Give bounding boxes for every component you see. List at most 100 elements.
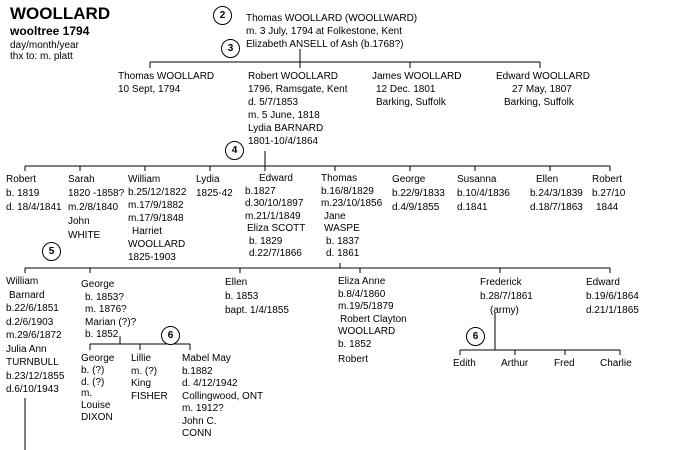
person-line: James WOOLLARD	[372, 71, 462, 82]
person-line: George	[81, 353, 115, 364]
person-line: 27 May, 1807	[512, 84, 572, 95]
person-robert-woollard: Robert WOOLLARD 1796, Ramsgate, Kent d. …	[248, 70, 348, 148]
generation-marker: 2	[213, 6, 232, 25]
person-line: Robert Clayton	[340, 313, 407, 325]
person-line: b.24/3/1839	[530, 188, 583, 199]
person-line: Jane	[324, 210, 346, 222]
generation-marker: 5	[42, 242, 61, 261]
generation-marker: 6	[466, 327, 485, 346]
person-line: Eliza SCOTT	[247, 223, 306, 234]
person-line: TURNBULL	[6, 357, 59, 368]
person-line: bapt. 1/4/1855	[225, 305, 289, 316]
person-line: King	[131, 378, 152, 389]
person-line: Robert	[592, 174, 623, 185]
person-line: m. 1912?	[182, 403, 224, 414]
person-line: m.29/6/1872	[6, 330, 62, 341]
person-line: d. 4/12/1942	[182, 378, 238, 389]
person-thomas-1829: Thomas b.16/8/1829 m.23/10/1856 Jane WAS…	[321, 173, 382, 261]
person-line: Thomas WOOLLARD	[118, 71, 215, 82]
person-line: m.23/10/1856	[321, 198, 383, 209]
person-thomas-woollard: Thomas WOOLLARD 10 Sept, 1794	[118, 70, 214, 96]
person-line: (army)	[490, 305, 519, 316]
person-line: Elizabeth ANSELL of Ash (b.1768?)	[246, 39, 404, 50]
person-line: m.21/1/1849	[245, 210, 301, 222]
person-line: m. 3 July, 1794 at Folkestone, Kent	[246, 26, 403, 37]
person-james-woollard: James WOOLLARD 12 Dec. 1801 Barking, Suf…	[372, 70, 461, 109]
person-line: b. 1852	[85, 329, 119, 340]
person-frederick: Frederick b.28/7/1861 (army)	[480, 276, 533, 318]
person-line: Ellen	[536, 174, 559, 185]
person-line: b.1882	[182, 365, 213, 377]
person-line: d.22/7/1866	[249, 248, 302, 259]
person-line: d. (?)	[81, 376, 105, 388]
person-line: 1825-1903	[128, 252, 176, 263]
person-line: 1825-42	[196, 188, 233, 199]
person-line: William	[128, 174, 161, 185]
person-line: John C.	[182, 415, 217, 427]
person-line: d. 5/7/1853	[248, 97, 299, 108]
person-line: Thomas	[321, 173, 358, 184]
person-sarah: Sarah 1820 -1858? m.2/8/1840 John WHITE	[68, 173, 124, 243]
person-line: d.4/9/1855	[392, 202, 440, 213]
person-line: b. (?)	[81, 364, 105, 376]
person-line: Thomas WOOLLARD (WOOLLWARD)	[246, 13, 418, 24]
page-title: WOOLLARD	[10, 4, 111, 23]
person-ellen-1839: Ellen b.24/3/1839 d.18/7/1863	[530, 173, 583, 215]
person-line: 1820 -1858?	[68, 188, 125, 199]
person-line: WOOLLARD	[128, 239, 186, 250]
person-edith: Edith	[453, 358, 476, 369]
person-line: b. 1852	[338, 338, 372, 350]
person-line: Louise	[81, 400, 111, 412]
person-line: b.28/7/1861	[480, 291, 533, 302]
person-line: b.8/4/1860	[338, 288, 386, 300]
person-line: Sarah	[68, 174, 95, 185]
person-ellen-1853: Ellen b. 1853 bapt. 1/4/1855	[225, 276, 289, 318]
person-line: b.19/6/1864	[586, 291, 639, 302]
person-line: George	[392, 174, 426, 185]
person-line: d.6/10/1943	[6, 384, 59, 395]
person-line: Mabel May	[182, 353, 231, 364]
person-line: d.2/6/1903	[6, 316, 54, 328]
person-line: George	[81, 279, 115, 290]
person-line: CONN	[182, 428, 212, 439]
person-line: Barking, Suffolk	[376, 97, 446, 108]
person-line: Lillie	[131, 353, 152, 364]
person-line: WHITE	[68, 230, 101, 241]
person-lydia: Lydia 1825-42	[196, 173, 233, 201]
person-edward-woollard: Edward WOOLLARD 27 May, 1807 Barking, Su…	[496, 70, 590, 109]
person-line: 12 Dec. 1801	[376, 84, 436, 95]
person-george-jr: George b. (?) d. (?) m. Louise DIXON	[81, 353, 114, 424]
person-line: b.16/8/1829	[321, 185, 374, 197]
person-line: Julia Ann	[6, 343, 47, 355]
person-george-1833: George b.22/9/1833 d.4/9/1855	[392, 173, 445, 215]
person-line: b.27/10	[592, 188, 626, 199]
person-edward-1864: Edward b.19/6/1864 d.21/1/1865	[586, 276, 639, 318]
person-line: d.1841	[457, 202, 488, 213]
person-line: Edward WOOLLARD	[496, 71, 590, 82]
person-line: Susanna	[457, 174, 497, 185]
person-george-1853: George b. 1853? m. 1876? Marian (?)? b. …	[81, 279, 136, 342]
person-eliza-anne: Eliza Anne b.8/4/1860 m.19/5/1879 Robert…	[338, 276, 407, 367]
person-line: b.22/9/1833	[392, 188, 445, 199]
person-line: 1801-10/4/1864	[248, 136, 319, 147]
person-line: 1844	[596, 202, 619, 213]
person-line: m.17/9/1848	[128, 213, 184, 224]
person-line: Barnard	[9, 289, 45, 301]
person-line: Collingwood, ONT	[182, 390, 264, 402]
person-line: b. 1853	[225, 291, 259, 302]
person-lillie: Lillie m. (?) King FISHER	[131, 353, 168, 403]
person-line: m. (?)	[131, 365, 158, 377]
person-line: m. 5 June, 1818	[248, 110, 320, 121]
person-line: Frederick	[480, 277, 522, 288]
person-line: b.1827	[245, 185, 276, 197]
person-line: d. 1861	[326, 248, 360, 259]
date-format-note: day/month/year	[10, 40, 79, 51]
person-line: Harriet	[132, 226, 163, 237]
person-line: 1796, Ramsgate, Kent	[248, 84, 348, 95]
person-robert-1844: Robert b.27/10 1844	[592, 173, 625, 215]
page-subtitle: wooltree 1794	[10, 24, 90, 38]
person-line: FISHER	[131, 390, 168, 402]
person-fred: Fred	[554, 358, 575, 369]
person-line: John	[68, 216, 90, 227]
